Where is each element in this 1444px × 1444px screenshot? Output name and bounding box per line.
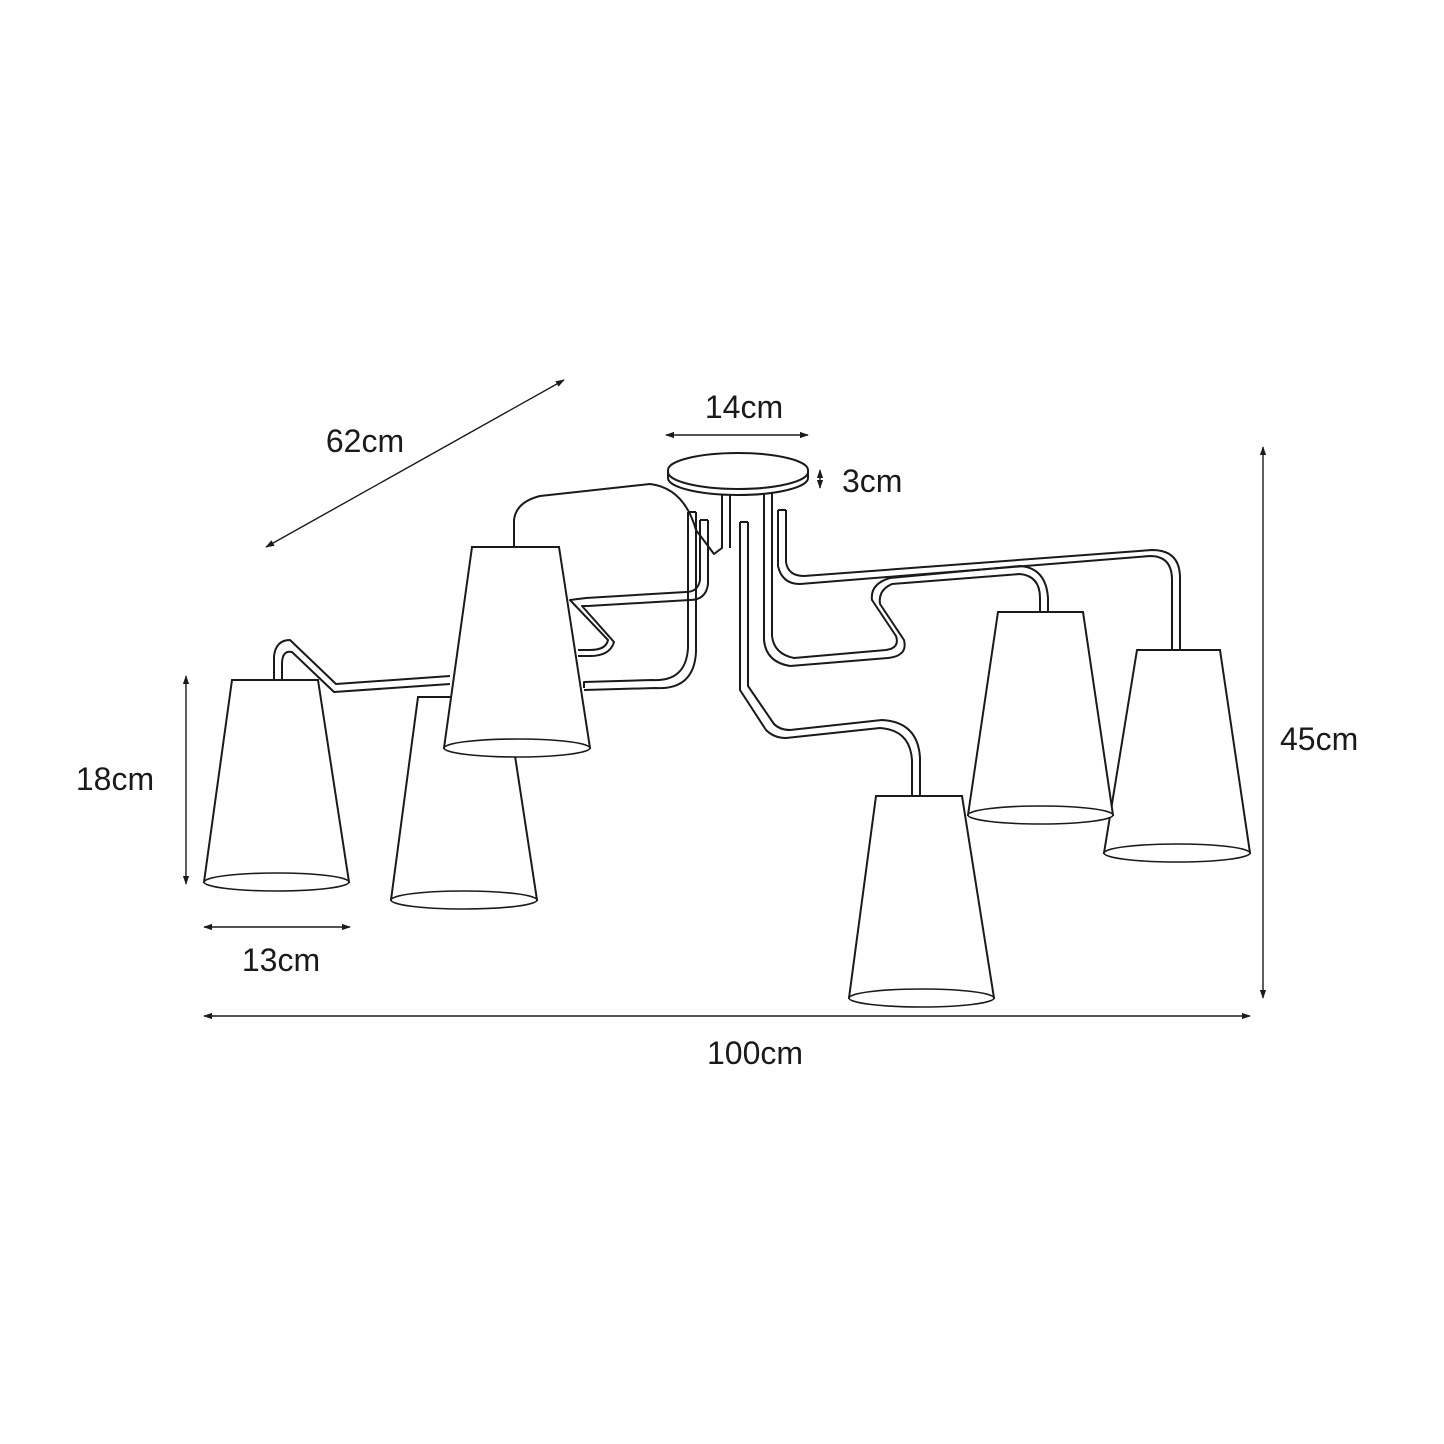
canopy-height-label: 3cm bbox=[842, 463, 902, 499]
arm-back-left bbox=[513, 483, 731, 555]
lamp-arms bbox=[273, 483, 1181, 796]
lamp-shade bbox=[1102, 649, 1252, 863]
depth-dimension-line bbox=[265, 379, 565, 548]
arm-right-back bbox=[763, 520, 1049, 667]
lamp-shade bbox=[966, 611, 1115, 825]
depth-label: 62cm bbox=[326, 423, 404, 459]
ceiling-canopy bbox=[667, 452, 809, 496]
arm-left-mid bbox=[569, 519, 709, 657]
lamp-shade bbox=[847, 795, 996, 1008]
canopy-width-label: 14cm bbox=[705, 389, 783, 425]
lamp-shade bbox=[442, 546, 592, 758]
shade-width-label: 13cm bbox=[242, 942, 320, 978]
total-width-label: 100cm bbox=[707, 1035, 803, 1071]
arm-far-right bbox=[763, 485, 1181, 650]
lamp-shade bbox=[202, 679, 351, 892]
arm-far-left bbox=[273, 639, 451, 693]
arm-front-center bbox=[739, 521, 921, 796]
total-height-label: 45cm bbox=[1280, 721, 1358, 757]
arm-left-front bbox=[583, 511, 697, 691]
shade-height-label: 18cm bbox=[76, 761, 154, 797]
